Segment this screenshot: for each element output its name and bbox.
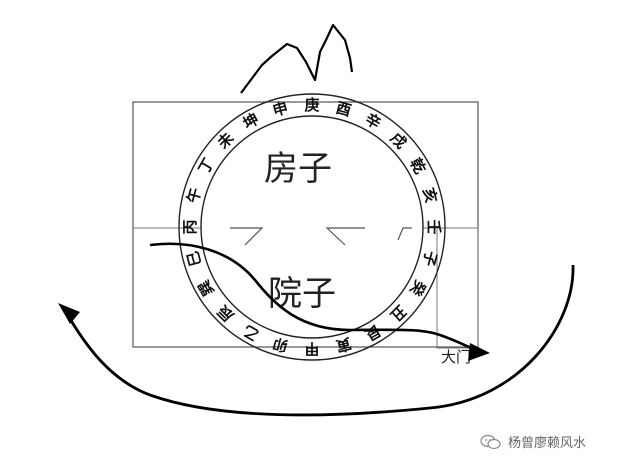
compass-ring: 午丁未坤申庚酉辛戌乾亥壬子癸丑艮寅甲卯乙辰巽巳丙 (181, 96, 443, 358)
door-wedge-far-right (397, 227, 412, 241)
gate-label: 大门 (441, 348, 471, 366)
compass-char: 庚 (304, 96, 319, 114)
compass-char: 甲 (304, 340, 319, 358)
watermark: 杨曾廖赖风水 (480, 432, 586, 451)
gate-box (436, 227, 479, 349)
yard-label: 院子 (268, 274, 336, 314)
watermark-text: 杨曾廖赖风水 (508, 436, 587, 451)
compass-char: 寅 (334, 334, 353, 355)
compass-char: 酉 (334, 99, 353, 120)
door-wedge-left (230, 227, 264, 246)
compass-char: 午 (184, 186, 205, 205)
compass-char: 壬 (425, 219, 443, 234)
outer-curve-arrow (64, 264, 575, 417)
compass-char: 申 (271, 99, 290, 120)
compass-outer-circle (178, 93, 446, 361)
door-wedge-right (325, 227, 365, 246)
house-label: 房子 (264, 149, 332, 189)
compass-char: 卯 (271, 334, 290, 355)
outer-curve-arrowhead (58, 303, 80, 324)
house-outline (132, 101, 479, 348)
mountain-outline (240, 23, 354, 94)
wechat-icon (480, 434, 502, 450)
compass-char: 子 (419, 249, 440, 268)
water-flow-path (149, 242, 481, 354)
water-flow-arrowhead (468, 343, 490, 361)
compass-char: 亥 (419, 186, 440, 205)
compass-char: 丙 (181, 219, 199, 234)
compass-char: 巳 (184, 249, 205, 268)
